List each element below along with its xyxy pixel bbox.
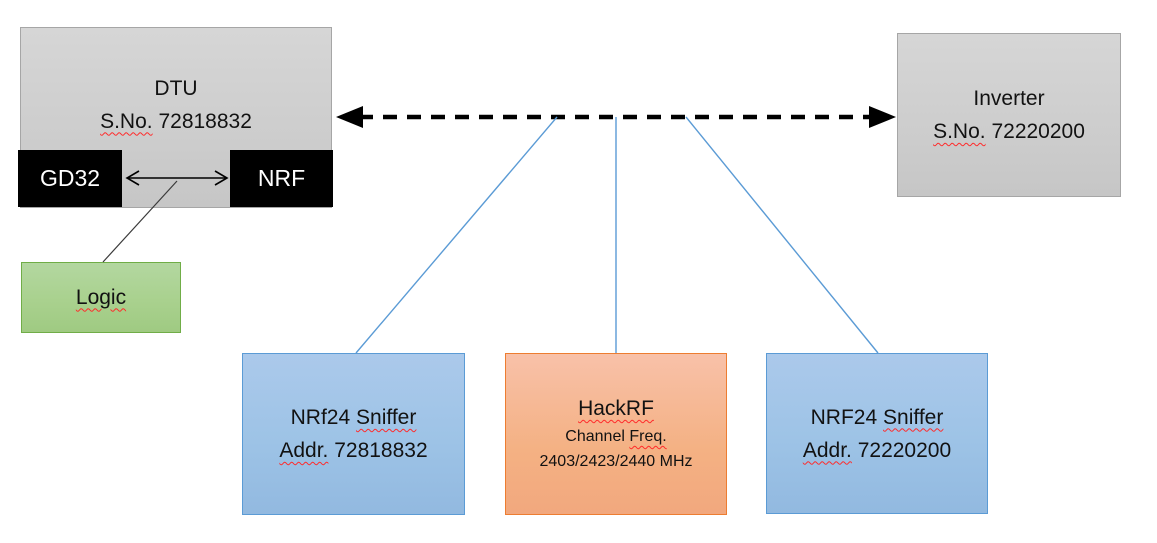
hackrf-frequencies-text: 2403/2423/2440 MHz <box>539 453 693 470</box>
sniffer-left-addr-value: 72818832 <box>334 439 428 462</box>
rf-link-arrowhead-left-icon <box>336 106 363 128</box>
sniffer-left-connector-line <box>355 116 558 354</box>
hackrf-title-text: HackRF <box>578 397 654 420</box>
sniffer-right-name-suffix: Sniffer <box>883 405 944 429</box>
gd32-chip: GD32 <box>18 150 122 207</box>
logic-label: Logic <box>75 285 127 309</box>
dtu-serial-number: 72818832 <box>158 109 252 133</box>
dtu-serial-label: S.No. <box>100 109 153 133</box>
rf-link-arrowhead-right-icon <box>869 106 896 128</box>
inverter-title-text: Inverter <box>973 87 1045 110</box>
sniffer-right-name-prefix: NRF24 <box>810 405 878 429</box>
hackrf-frequencies: 2403/2423/2440 MHz <box>540 449 693 474</box>
hackrf-channel-freq: Channel Freq. <box>565 424 666 449</box>
hackrf-channel-label: Channel <box>565 428 625 445</box>
gd32-chip-label: GD32 <box>39 165 101 191</box>
inverter-title: Inverter <box>973 82 1044 115</box>
sniffer-left-name-suffix: Sniffer <box>356 406 417 429</box>
sniffer-left-name: NRf24 Sniffer <box>291 401 417 434</box>
sniffer-right-addr-label: Addr. <box>802 438 852 462</box>
logic-box: Logic <box>21 262 181 333</box>
nrf-chip-label: NRF <box>257 165 306 191</box>
sniffer-left-addr-label: Addr. <box>279 439 329 462</box>
sniffer-left-box: NRf24 Sniffer Addr. 72818832 <box>242 353 465 515</box>
inverter-serial: S.No. 72220200 <box>933 115 1085 148</box>
hackrf-freq-label: Freq. <box>629 428 667 445</box>
sniffer-right-connector-line <box>685 116 879 354</box>
sniffer-right-name: NRF24 Sniffer <box>811 401 944 434</box>
inverter-serial-number: 72220200 <box>991 120 1085 143</box>
dtu-title: DTU <box>100 72 252 105</box>
sniffer-left-addr: Addr. 72818832 <box>279 434 427 467</box>
hackrf-box: HackRF Channel Freq. 2403/2423/2440 MHz <box>505 353 727 515</box>
dtu-title-text: DTU <box>154 76 198 100</box>
sniffer-right-addr-value: 72220200 <box>857 438 952 462</box>
nrf-chip: NRF <box>230 150 333 207</box>
inverter-box: Inverter S.No. 72220200 <box>897 33 1121 197</box>
sniffer-left-name-prefix: NRf24 <box>290 406 351 429</box>
hackrf-title: HackRF <box>578 394 654 424</box>
sniffer-right-addr: Addr. 72220200 <box>803 434 951 467</box>
sniffer-right-box: NRF24 Sniffer Addr. 72220200 <box>766 353 988 514</box>
inverter-serial-label: S.No. <box>933 120 986 143</box>
dtu-serial: S.No. 72818832 <box>100 105 252 138</box>
rf-link-dashed-arrow <box>336 106 896 128</box>
